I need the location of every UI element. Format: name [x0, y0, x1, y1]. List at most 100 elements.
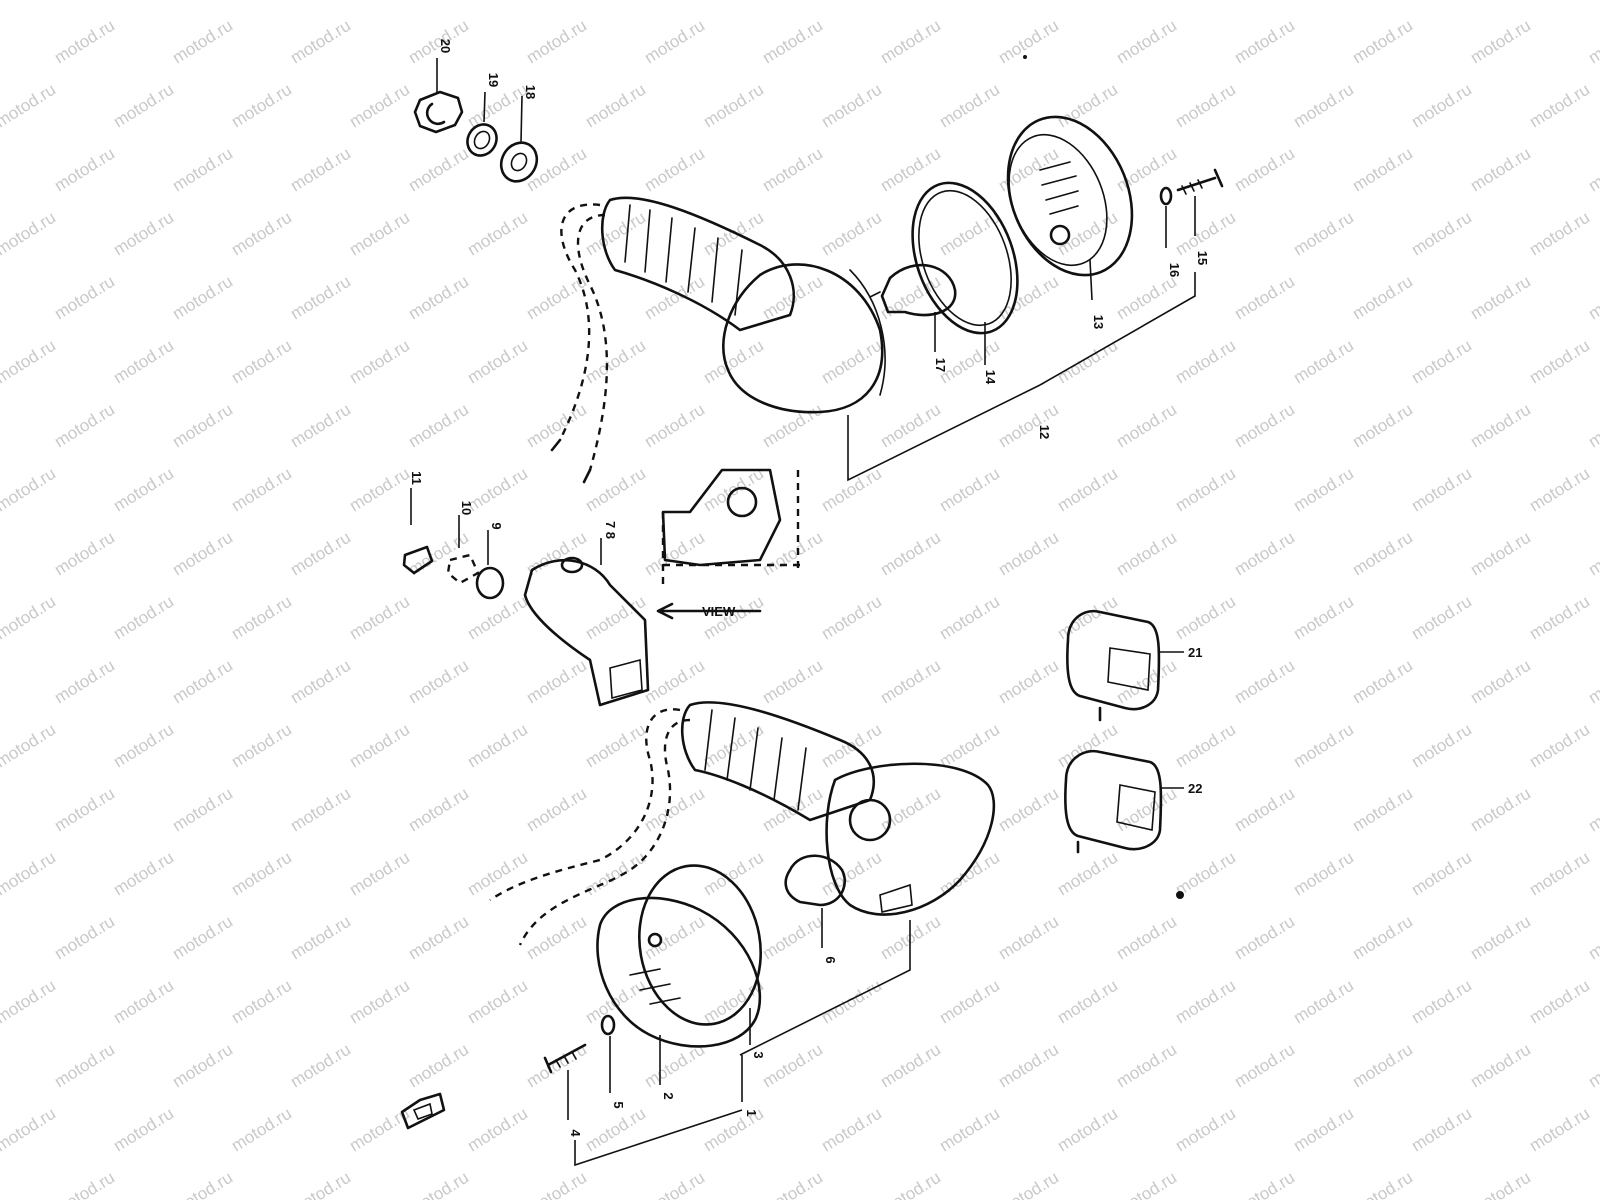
watermark-text: motod.ru — [287, 144, 354, 196]
watermark-text: motod.ru — [582, 0, 649, 3]
watermark-text: motod.ru — [169, 144, 236, 196]
watermark-text: motod.ru — [1408, 720, 1475, 772]
watermark-text: motod.ru — [1054, 976, 1121, 1028]
part-22-relay[interactable] — [1064, 749, 1163, 854]
watermark-text: motod.ru — [1231, 1168, 1298, 1200]
watermark-text: motod.ru — [523, 784, 590, 836]
part-21-relay[interactable] — [1066, 609, 1161, 722]
watermark-text: motod.ru — [464, 1104, 531, 1156]
watermark-text: motod.ru — [405, 400, 472, 452]
part-11-nut[interactable] — [402, 545, 434, 575]
watermark-text: motod.ru — [582, 208, 649, 260]
watermark-text: motod.ru — [1290, 1104, 1357, 1156]
watermark-text: motod.ru — [1231, 144, 1298, 196]
watermark-text: motod.ru — [287, 912, 354, 964]
watermark-text: motod.ru — [1585, 16, 1600, 68]
watermark-text: motod.ru — [936, 464, 1003, 516]
watermark-text: motod.ru — [0, 976, 59, 1028]
part-6-lower-bulb[interactable] — [784, 854, 847, 907]
watermark-text: motod.ru — [582, 1104, 649, 1156]
watermark-text: motod.ru — [1290, 0, 1357, 3]
watermark-text: motod.ru — [1585, 656, 1600, 708]
watermark-text: motod.ru — [1349, 16, 1416, 68]
watermark-text: motod.ru — [1526, 464, 1593, 516]
part-4-lens-screw[interactable] — [543, 1043, 587, 1074]
watermark-text: motod.ru — [877, 272, 944, 324]
watermark-text: motod.ru — [818, 464, 885, 516]
part-12-upper-lamp-body[interactable] — [722, 263, 886, 414]
callout-18: 18 — [523, 85, 538, 99]
watermark-text: motod.ru — [818, 1104, 885, 1156]
watermark-text: motod.ru — [1290, 80, 1357, 132]
watermark-text: motod.ru — [346, 848, 413, 900]
watermark-text: motod.ru — [936, 208, 1003, 260]
watermark-text: motod.ru — [464, 0, 531, 3]
callout-17: 17 — [933, 358, 948, 372]
watermark-text: motod.ru — [228, 464, 295, 516]
part-2-lower-lens[interactable] — [596, 896, 762, 1048]
watermark-text: motod.ru — [1349, 1168, 1416, 1200]
watermark-text: motod.ru — [936, 720, 1003, 772]
part-1-lower-lamp-body[interactable] — [825, 762, 996, 916]
part-15-lens-screw[interactable] — [1176, 168, 1224, 195]
callout-4: 4 — [568, 1129, 583, 1137]
watermark-text: motod.ru — [1231, 656, 1298, 708]
part-3-lower-gasket[interactable] — [627, 856, 773, 1034]
watermark-text: motod.ru — [877, 1168, 944, 1200]
watermark-text: motod.ru — [1526, 80, 1593, 132]
watermark-text: motod.ru — [1408, 1104, 1475, 1156]
watermark-text: motod.ru — [1408, 208, 1475, 260]
watermark-text: motod.ru — [1349, 912, 1416, 964]
watermark-text: motod.ru — [1231, 1040, 1298, 1092]
watermark-text: motod.ru — [759, 528, 826, 580]
watermark-text: motod.ru — [1585, 784, 1600, 836]
part-10-nut[interactable] — [446, 553, 480, 585]
part-20-nut[interactable] — [413, 90, 464, 134]
watermark-text: motod.ru — [818, 592, 885, 644]
watermark-text: motod.ru — [228, 208, 295, 260]
watermark-text: motod.ru — [346, 336, 413, 388]
watermark-text: motod.ru — [405, 656, 472, 708]
part-18-washer[interactable] — [494, 136, 543, 188]
watermark-text: motod.ru — [641, 656, 708, 708]
watermark-text: motod.ru — [0, 208, 59, 260]
ink-dot — [1176, 891, 1184, 899]
part-19-washer[interactable] — [462, 119, 502, 161]
part-7-8-bracket-stay[interactable] — [523, 556, 650, 707]
watermark-text: motod.ru — [1408, 0, 1475, 3]
part-9-washer[interactable] — [475, 566, 505, 600]
part-14-gasket-ring[interactable] — [893, 168, 1037, 347]
watermark-text: motod.ru — [936, 976, 1003, 1028]
part-13-upper-lens[interactable] — [986, 98, 1155, 294]
part-5-screw-washer[interactable] — [600, 1014, 616, 1036]
callout-7-8: 7 8 — [603, 521, 618, 539]
watermark-text: motod.ru — [1231, 912, 1298, 964]
watermark-text: motod.ru — [287, 784, 354, 836]
part-16-screw-washer[interactable] — [1159, 186, 1173, 206]
watermark-text: motod.ru — [582, 848, 649, 900]
watermark-text: motod.ru — [1526, 208, 1593, 260]
watermark-text: motod.ru — [287, 400, 354, 452]
watermark-text: motod.ru — [1290, 848, 1357, 900]
watermark-text: motod.ru — [1290, 336, 1357, 388]
watermark-text: motod.ru — [759, 656, 826, 708]
upper-stem-housing[interactable] — [600, 196, 795, 332]
watermark-text: motod.ru — [1113, 528, 1180, 580]
watermark-text: motod.ru — [995, 1040, 1062, 1092]
watermark-text: motod.ru — [1054, 1104, 1121, 1156]
watermark-text: motod.ru — [1526, 976, 1593, 1028]
watermark-text: motod.ru — [228, 0, 295, 3]
watermark-text: motod.ru — [169, 912, 236, 964]
watermark-text: motod.ru — [1054, 720, 1121, 772]
watermark-text: motod.ru — [169, 1040, 236, 1092]
ink-dot — [1023, 55, 1027, 59]
watermark-text: motod.ru — [346, 976, 413, 1028]
watermark-text: motod.ru — [169, 272, 236, 324]
lower-wiring — [489, 708, 691, 946]
watermark-text: motod.ru — [1467, 400, 1534, 452]
watermark-text: motod.ru — [1113, 400, 1180, 452]
watermark-text: motod.ru — [1290, 976, 1357, 1028]
watermark-text: motod.ru — [228, 976, 295, 1028]
watermark-text: motod.ru — [523, 1168, 590, 1200]
watermark-text: motod.ru — [51, 272, 118, 324]
